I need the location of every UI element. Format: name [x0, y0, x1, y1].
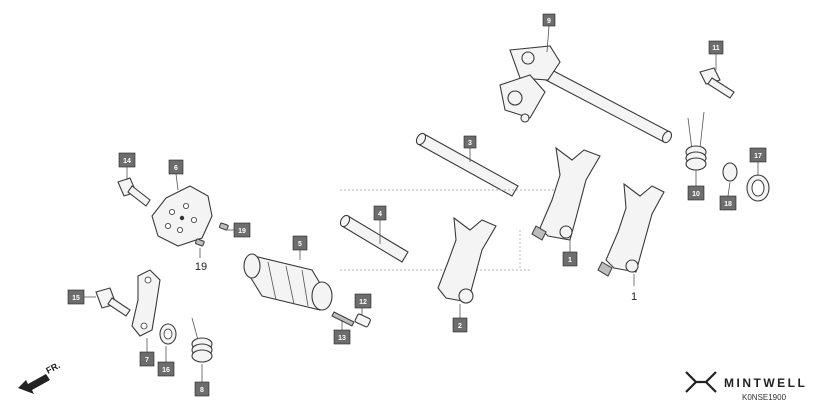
- bolt-part-15: [95, 287, 131, 317]
- callout-1: 1: [562, 251, 578, 267]
- washer-part-16: [159, 323, 177, 345]
- dowel-pin-part-19: [194, 222, 229, 247]
- svg-text:2: 2: [458, 323, 462, 330]
- callout-6: 6: [168, 159, 184, 175]
- svg-text:12: 12: [359, 299, 367, 306]
- collar-part-12: [354, 313, 371, 328]
- callout-4: 4: [373, 205, 387, 221]
- spring-part-10: [685, 111, 707, 171]
- bolt-part-14: [117, 177, 151, 207]
- pin-part-13: [331, 311, 355, 327]
- circlip-part-18: [722, 162, 738, 182]
- svg-text:13: 13: [338, 335, 346, 342]
- spring-part-8: [191, 317, 213, 363]
- callout-3: 3: [463, 135, 477, 149]
- callout-2: 2: [452, 317, 468, 333]
- mintwell-logo-icon: [685, 371, 717, 393]
- plain-label-19: 19: [195, 261, 207, 273]
- svg-text:4: 4: [378, 211, 382, 218]
- callout-7: 7: [139, 351, 155, 367]
- shift-fork-part-1a: [531, 146, 601, 241]
- svg-text:18: 18: [724, 201, 732, 208]
- callout-5: 5: [292, 235, 308, 251]
- callout-13: 13: [333, 329, 351, 345]
- plain-label-1: 1: [631, 291, 637, 303]
- svg-text:1: 1: [568, 257, 572, 264]
- diagram-code: K0NSE1900: [742, 393, 787, 402]
- callout-11: 11: [708, 40, 724, 55]
- drum-plate-part-6: [151, 185, 213, 247]
- svg-text:15: 15: [72, 295, 80, 302]
- callout-17: 17: [749, 147, 767, 163]
- fork-shaft-part-3: [415, 132, 519, 197]
- callout-19: 19: [233, 222, 251, 238]
- svg-text:5: 5: [298, 241, 302, 248]
- shift-fork-part-2: [437, 216, 497, 304]
- callout-12: 12: [354, 293, 372, 309]
- brand-name: MINTWELL: [724, 376, 807, 390]
- fork-shaft-part-4: [339, 214, 409, 263]
- callout-15: 15: [67, 289, 85, 305]
- callout-9: 9: [542, 13, 556, 27]
- svg-text:19: 19: [238, 228, 246, 235]
- callout-16: 16: [157, 361, 175, 377]
- bolt-part-11: [699, 67, 735, 99]
- shift-drum-part-5: [243, 253, 333, 311]
- svg-text:7: 7: [145, 357, 149, 364]
- callout-14: 14: [118, 152, 136, 168]
- front-direction-label: FR.: [44, 360, 61, 376]
- svg-text:16: 16: [162, 367, 170, 374]
- svg-text:14: 14: [123, 158, 131, 165]
- svg-text:6: 6: [174, 165, 178, 172]
- callout-18: 18: [719, 195, 737, 211]
- washer-part-17: [746, 174, 770, 202]
- svg-text:17: 17: [754, 153, 762, 160]
- front-direction-arrow-icon: [18, 374, 50, 394]
- svg-text:3: 3: [468, 140, 472, 147]
- gearshift-spindle-part: [499, 45, 673, 144]
- svg-text:11: 11: [712, 45, 720, 52]
- svg-text:10: 10: [692, 191, 700, 198]
- callout-10: 10: [687, 185, 705, 201]
- callout-8: 8: [194, 381, 210, 397]
- svg-text:8: 8: [200, 387, 204, 394]
- shift-fork-part-1b: [597, 182, 665, 277]
- svg-text:9: 9: [547, 18, 551, 25]
- stopper-arm-part-7: [131, 269, 161, 337]
